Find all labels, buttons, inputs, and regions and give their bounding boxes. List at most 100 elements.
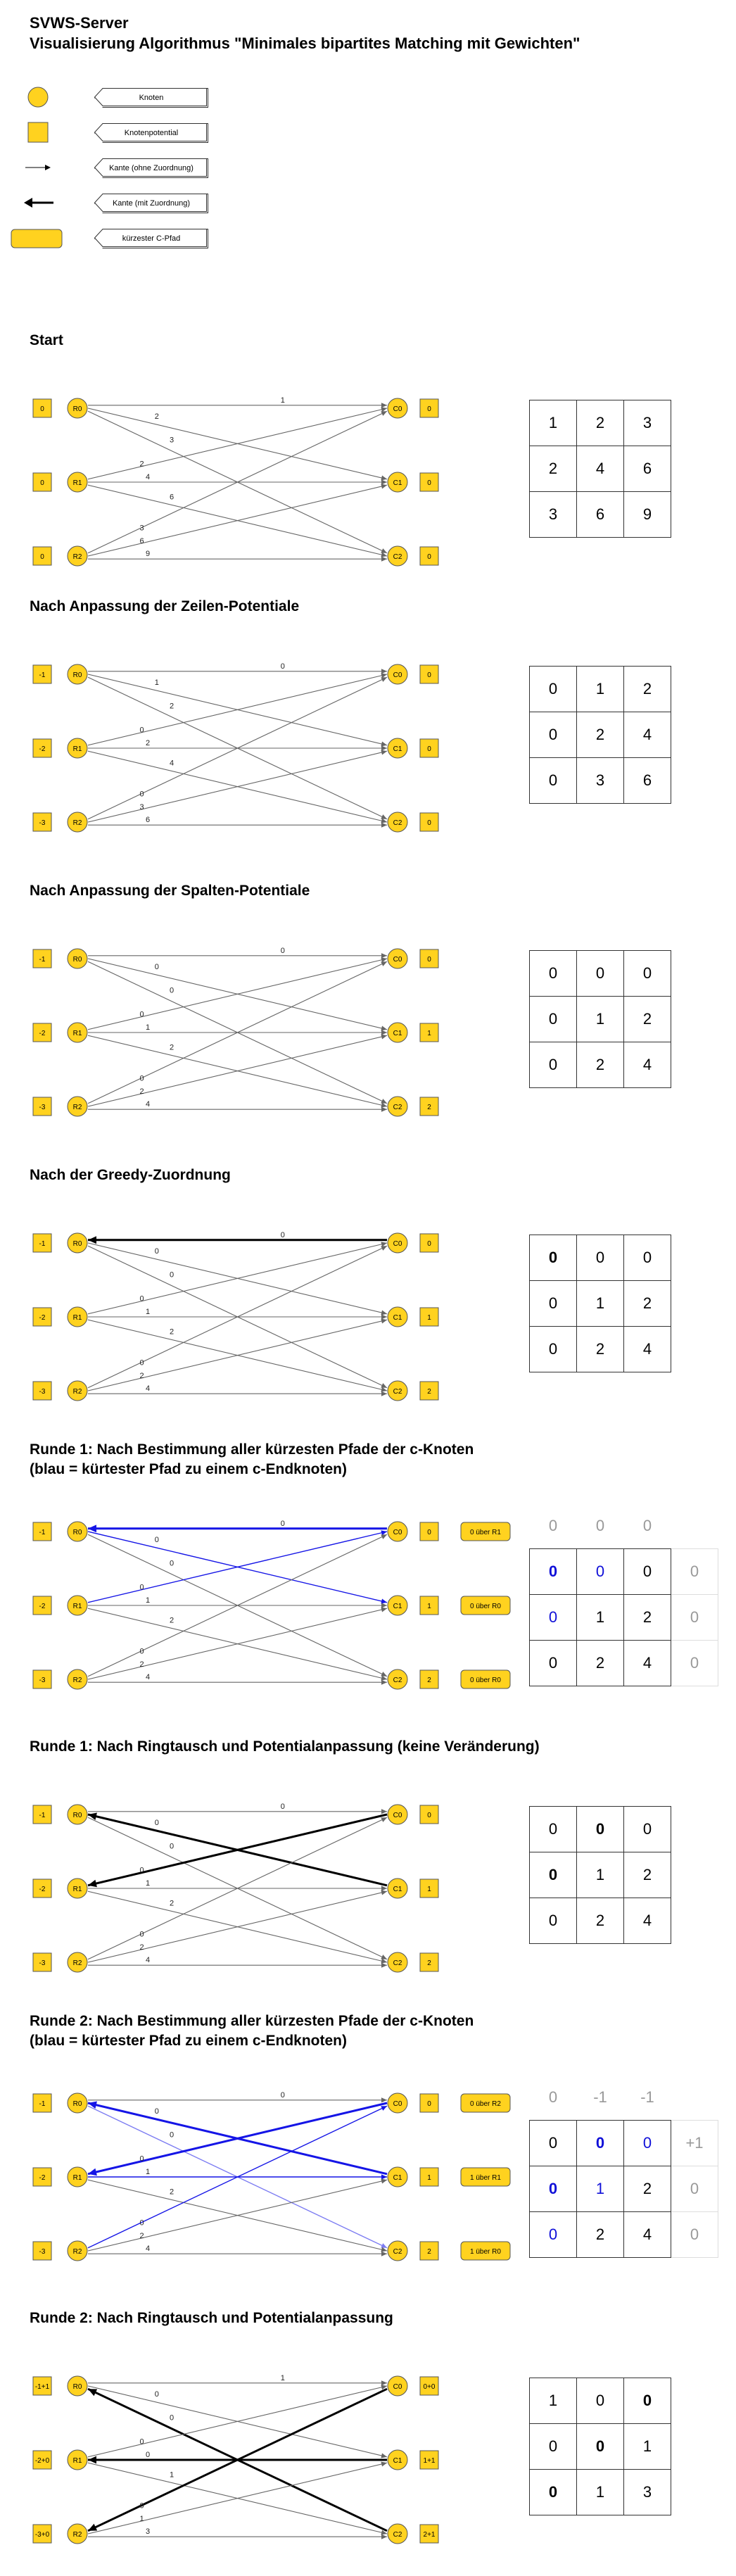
column-delta-cell: 0 [642, 1517, 652, 1534]
r-node-label: R0 [73, 1240, 82, 1248]
edge-weight-label: 0 [281, 1231, 285, 1239]
edge-arrowhead [381, 1679, 387, 1685]
matrix-cell: 4 [623, 2211, 671, 2258]
edge-arrowhead [381, 1809, 387, 1814]
c-node-label: C2 [393, 1959, 402, 1967]
edge-weight-label: 1 [155, 678, 159, 687]
edge-arrowhead [381, 411, 387, 416]
edge-arrowhead [88, 2168, 97, 2176]
edge-weight-label: 0 [140, 1931, 144, 1939]
r-node-label: R1 [73, 2174, 82, 2182]
edge-weight-label: 2 [170, 2187, 174, 2196]
edge-arrowhead [381, 669, 387, 674]
matrix-cell: 4 [623, 1640, 671, 1686]
col-potential-value: 2 [427, 1677, 431, 1684]
row-potential-box [32, 1805, 52, 1824]
edge-weight-label: 2 [146, 739, 150, 747]
matrix-cell: 3 [623, 400, 671, 446]
col-potential-box [419, 1596, 439, 1615]
matrix-cell: 0 [576, 1806, 624, 1852]
row-potential-value: -1 [39, 671, 46, 679]
matrix-cell: 0 [576, 2423, 624, 2470]
r-node-circle [67, 2240, 88, 2261]
row-potential-box [32, 664, 52, 684]
c-node-label: C1 [393, 1603, 402, 1610]
c-node-label: C2 [393, 1388, 402, 1396]
edge-weight-label: 2 [170, 1327, 174, 1336]
column-delta-cell: 0 [548, 2088, 558, 2106]
matrix-cell: 2 [576, 1898, 624, 1944]
edge-r2-c0 [87, 1534, 388, 1677]
c-node-label: C1 [393, 1886, 402, 1893]
col-potential-value: 0 [427, 745, 431, 753]
edge-arrowhead [88, 1524, 96, 1533]
edge-arrowhead [381, 1962, 387, 1968]
c-node-circle [387, 1521, 408, 1542]
matrix-cell: 0 [623, 1806, 671, 1852]
matrix-cell: 0 [623, 950, 671, 997]
edge-arrowhead [381, 957, 387, 963]
col-potential-box [419, 1805, 439, 1824]
step-heading-line: Runde 1: Nach Ringtausch und Potentialan… [30, 1738, 540, 1755]
c-node-label: C0 [393, 2100, 402, 2108]
edge-arrowhead [381, 1099, 387, 1104]
c-node-circle [387, 472, 408, 493]
matrix-cell: 0 [576, 1235, 624, 1281]
matrix-cell: 2 [623, 1594, 671, 1641]
r-node-label: R0 [73, 1812, 82, 1819]
matrix-cell: 0 [529, 2423, 577, 2470]
col-potential-value: 0 [427, 671, 431, 679]
edge-arrowhead [381, 1387, 387, 1392]
r-node-circle [67, 664, 88, 685]
r-node-circle [67, 1096, 88, 1117]
matrix-cell: 0 [529, 996, 577, 1042]
r-node-circle [67, 2449, 88, 2470]
c-node-label: C2 [393, 2248, 402, 2256]
matrix-cell: 4 [623, 1898, 671, 1944]
edge-weight-label: 0 [140, 1295, 144, 1303]
matrix-cell: 6 [623, 757, 671, 804]
edge-arrowhead [381, 484, 387, 489]
matrix-cell: 0 [529, 1280, 577, 1327]
edge-weight-label: 2 [140, 460, 144, 469]
col-potential-value: 0 [427, 2100, 431, 2108]
r-node-circle [67, 2375, 88, 2397]
legend-label: Kante (mit Zuordnung) [94, 194, 208, 213]
edge-arrowhead [381, 2453, 387, 2458]
edge-weight-label: 3 [140, 524, 144, 533]
edge-weight-label: 6 [170, 493, 174, 501]
shortest-path-tag-label: 1 über R0 [470, 2248, 501, 2256]
edge-weight-label: 4 [146, 473, 150, 481]
r-node-label: R2 [73, 2531, 82, 2539]
c-node-label: C0 [393, 671, 402, 679]
row-potential-value: -1 [39, 2100, 46, 2108]
c-node-label: C0 [393, 1240, 402, 1248]
c-node-circle [387, 545, 408, 567]
col-potential-box [419, 738, 439, 758]
edge-arrowhead [381, 1030, 387, 1035]
r-node-circle [67, 2092, 88, 2114]
col-potential-box [419, 664, 439, 684]
edge-weight-label: 2 [170, 1616, 174, 1624]
edge-weight-label: 0 [140, 726, 144, 735]
edge-arrowhead [381, 403, 387, 408]
row-potential-value: -1 [39, 1240, 46, 1248]
r-node-circle [67, 1022, 88, 1043]
edge-weight-label: 0 [170, 1843, 174, 1851]
edge-weight-label: 0 [140, 1648, 144, 1656]
matrix-cell: 1 [576, 2469, 624, 2515]
column-delta-cell: 0 [548, 1517, 558, 1534]
edge-arrowhead [381, 1383, 387, 1388]
row-potential-box [32, 1233, 52, 1253]
row-potential-value: -1+1 [35, 2383, 50, 2391]
matrix-cell: 4 [623, 1326, 671, 1372]
edge-arrowhead [381, 2461, 387, 2467]
edge-arrowhead [381, 2174, 387, 2180]
col-potential-box [419, 546, 439, 566]
matrix-cell: 2 [576, 1640, 624, 1686]
page-title-line2: Visualisierung Algorithmus "Minimales bi… [30, 34, 580, 52]
col-potential-box [419, 1233, 439, 1253]
edge-r2-c1 [87, 2462, 388, 2534]
